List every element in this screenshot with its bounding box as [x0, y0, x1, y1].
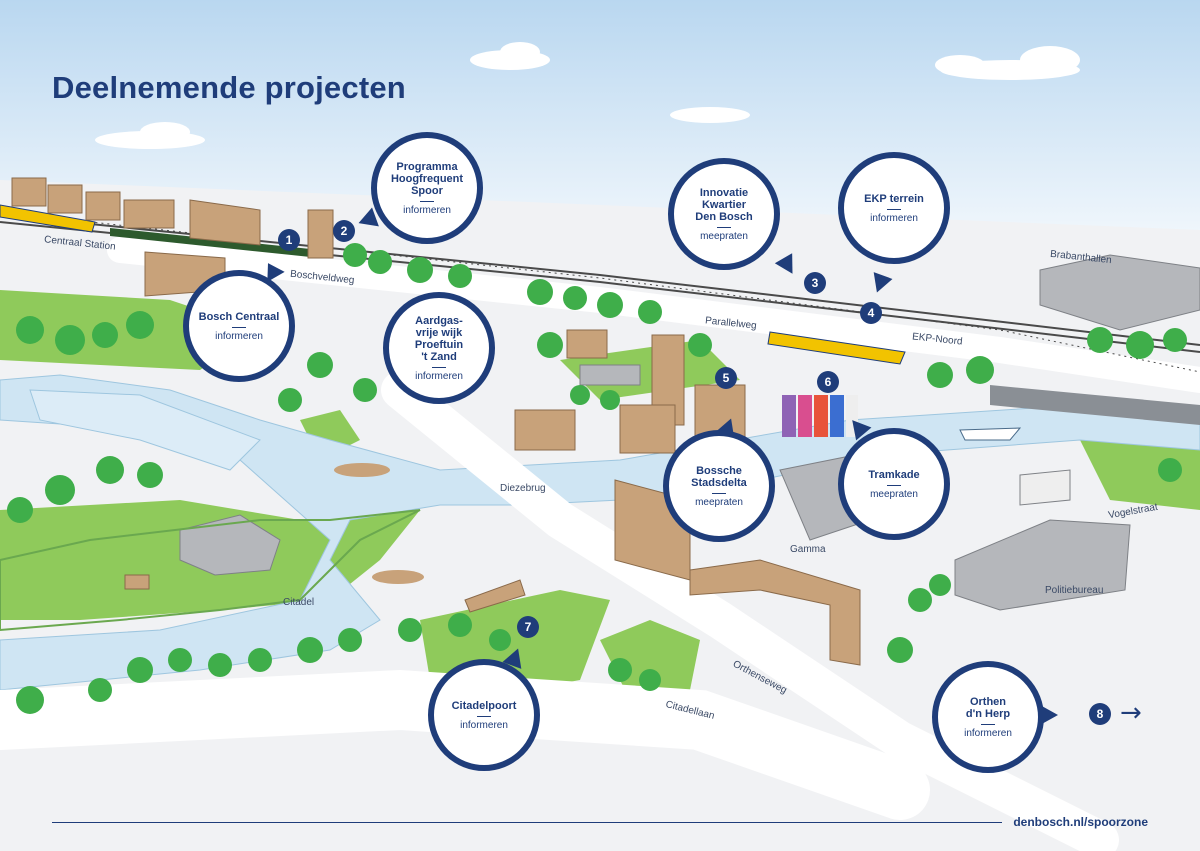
divider [717, 226, 731, 228]
bubble-aardgasvrije-wijk[interactable]: Aardgas- vrije wijk Proeftuin 't Zand in… [383, 292, 495, 404]
divider [477, 715, 491, 717]
buildings [11, 177, 861, 666]
bubble-name: Bosch Centraal [198, 310, 280, 323]
marker-6[interactable]: 6 [817, 371, 839, 393]
label-gamma: Gamma [790, 544, 826, 555]
bubble-tramkade[interactable]: Tramkade meepraten [838, 428, 950, 540]
bubble-ekp-terrein[interactable]: EKP terrein informeren [838, 152, 950, 264]
station-platform [110, 228, 320, 258]
clouds [95, 42, 1080, 149]
divider [887, 484, 901, 486]
bubble-bosch-centraal[interactable]: Bosch Centraal informeren [183, 270, 295, 382]
divider [887, 208, 901, 210]
arrow-right-icon[interactable]: → [1120, 698, 1142, 728]
bubble-orthen-dn-herp[interactable]: Orthen d'n Herp informeren [932, 661, 1044, 773]
bubble-name: EKP terrein [864, 192, 924, 205]
marker-8[interactable]: 8 [1089, 703, 1111, 725]
bubble-innovatie-kwartier[interactable]: Innovatie Kwartier Den Bosch meepraten [668, 158, 780, 270]
bubble-name: Programma Hoogfrequent Spoor [390, 160, 464, 197]
citadel-fort [0, 509, 421, 632]
trains [0, 204, 906, 365]
bubble-status: meepraten [870, 488, 918, 500]
tramkade-silos [782, 395, 858, 437]
divider [712, 492, 726, 494]
marker-4[interactable]: 4 [860, 302, 882, 324]
bubble-status: informeren [460, 719, 508, 731]
bubble-tail-8 [1040, 705, 1058, 725]
roads [0, 237, 1200, 851]
boats [334, 427, 1022, 584]
bubble-status: informeren [870, 212, 918, 224]
bubble-status: informeren [215, 330, 263, 342]
bubble-citadelpoort[interactable]: Citadelpoort informeren [428, 659, 540, 771]
bubble-name: Aardgas- vrije wijk Proeftuin 't Zand [414, 314, 464, 363]
marker-2[interactable]: 2 [333, 220, 355, 242]
divider [420, 200, 434, 202]
footer-url[interactable]: denbosch.nl/spoorzone [1013, 815, 1148, 829]
divider [981, 723, 995, 725]
bubble-status: informeren [415, 370, 463, 382]
bubble-status: meepraten [700, 230, 748, 242]
page-title: Deelnemende projecten [52, 70, 406, 105]
label-politiebureau: Politiebureau [1045, 585, 1104, 596]
bubble-programma-hoogfrequent-spoor[interactable]: Programma Hoogfrequent Spoor informeren [371, 132, 483, 244]
railway-bridge [990, 385, 1200, 425]
bubble-name: Citadelpoort [451, 699, 517, 712]
bubble-name: Tramkade [868, 468, 920, 481]
marker-5[interactable]: 5 [715, 367, 737, 389]
divider [232, 326, 246, 328]
marker-7[interactable]: 7 [517, 616, 539, 638]
bubble-name: Innovatie Kwartier Den Bosch [695, 186, 753, 223]
label-citadel: Citadel [283, 597, 315, 608]
bubble-status: meepraten [695, 496, 743, 508]
bubble-name: Orthen d'n Herp [965, 695, 1011, 720]
marker-3[interactable]: 3 [804, 272, 826, 294]
marker-1[interactable]: 1 [278, 229, 300, 251]
divider [432, 366, 446, 368]
bubble-status: informeren [403, 204, 451, 216]
trees [7, 243, 1187, 714]
bubble-status: informeren [964, 727, 1012, 739]
bubble-bossche-stadsdelta[interactable]: Bossche Stadsdelta meepraten [663, 430, 775, 542]
bubble-name: Bossche Stadsdelta [691, 464, 747, 489]
footer-divider [52, 822, 1002, 823]
label-diezebrug: Diezebrug [500, 483, 546, 494]
